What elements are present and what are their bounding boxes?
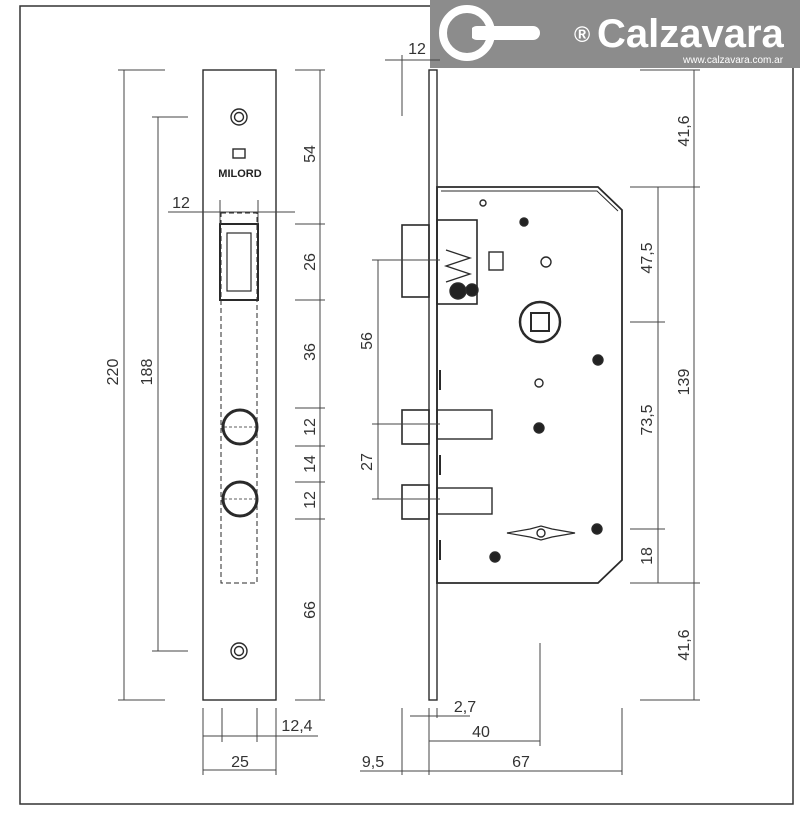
dim-top-section: 54 [302,145,319,163]
screw-icon [489,551,501,563]
top-screw-icon [230,108,248,126]
faceplate-outline [202,69,277,701]
calzavara-logo: ® Calzavara www.calzavara.com.ar [430,0,800,68]
screw-icon [533,422,545,434]
drawing-frame [19,5,794,805]
bottom-screw-icon [230,642,248,660]
dim-total-height: 220 [105,359,122,386]
hole-icon [534,378,544,388]
dim-gap-section: 36 [302,343,319,361]
dim-side-right-c: 18 [639,547,656,565]
dim-latch-to-bolt: 56 [359,332,376,350]
dim-case-depth: 67 [512,754,530,771]
lock-body-side-view [401,69,623,701]
dim-cyl-gap-section: 14 [302,455,319,473]
dim-latch-section: 26 [302,253,319,271]
dim-bolt-spacing: 27 [359,453,376,471]
dim-screw-spacing: 188 [139,359,156,386]
dim-side-right-top: 41,6 [676,115,693,146]
dim-cyl2-section: 12 [302,491,319,509]
brand-emblem-icon [232,148,246,159]
side-dimension-lines [360,55,700,775]
dim-cyl1-section: 12 [302,418,319,436]
dim-latch-offset: 12 [172,195,190,212]
lever-tab [506,525,576,541]
hole-icon [540,256,552,268]
dim-side-right-bottom: 41,6 [676,629,693,660]
dead-bolt-lower [401,484,493,520]
front-dimension-lines [118,69,325,775]
dim-side-top-thickness: 12 [408,41,426,58]
faceplate-brand: MILORD [218,168,261,180]
latch-opening [219,223,259,301]
screw-icon [592,354,604,366]
dim-side-right-b: 73,5 [639,404,656,435]
latch-bolt [401,219,504,305]
dim-plate-thickness: 2,7 [454,699,476,716]
dim-side-right-a: 47,5 [639,242,656,273]
lock-case-inner-edge [441,190,619,212]
faceplate-front-view: MILORD [202,69,277,701]
case-hidden-outline [220,212,258,584]
screw-icon [519,217,529,227]
side-front-plate [428,69,438,701]
cylinder-hole-lower-icon [221,480,259,518]
dim-side-right-total: 139 [676,369,693,396]
calzavara-key-icon [439,5,540,61]
logo-url: www.calzavara.com.ar [682,55,784,66]
side-dimension-labels: 12 56 27 41,6 47,5 139 73,5 18 41,6 2,7 … [359,41,693,771]
hole-icon [479,199,487,207]
dim-bottom-inner: 12,4 [281,718,312,735]
front-dimension-labels: 220 188 12 54 26 36 12 14 12 66 12,4 25 [105,145,319,771]
dim-front-offset: 9,5 [362,754,384,771]
lever-pivot-icon [536,528,546,538]
dim-backset: 40 [472,724,490,741]
screw-icon [591,523,603,535]
dead-bolt-upper [401,409,493,445]
logo-brand: Calzavara [597,12,785,56]
registered-mark: ® [574,22,590,47]
dim-bottom-section: 66 [302,601,319,619]
lock-case-outline [436,186,623,584]
dim-bottom-width: 25 [231,754,249,771]
follower-square-icon [518,300,562,344]
cylinder-hole-upper-icon [221,408,259,446]
